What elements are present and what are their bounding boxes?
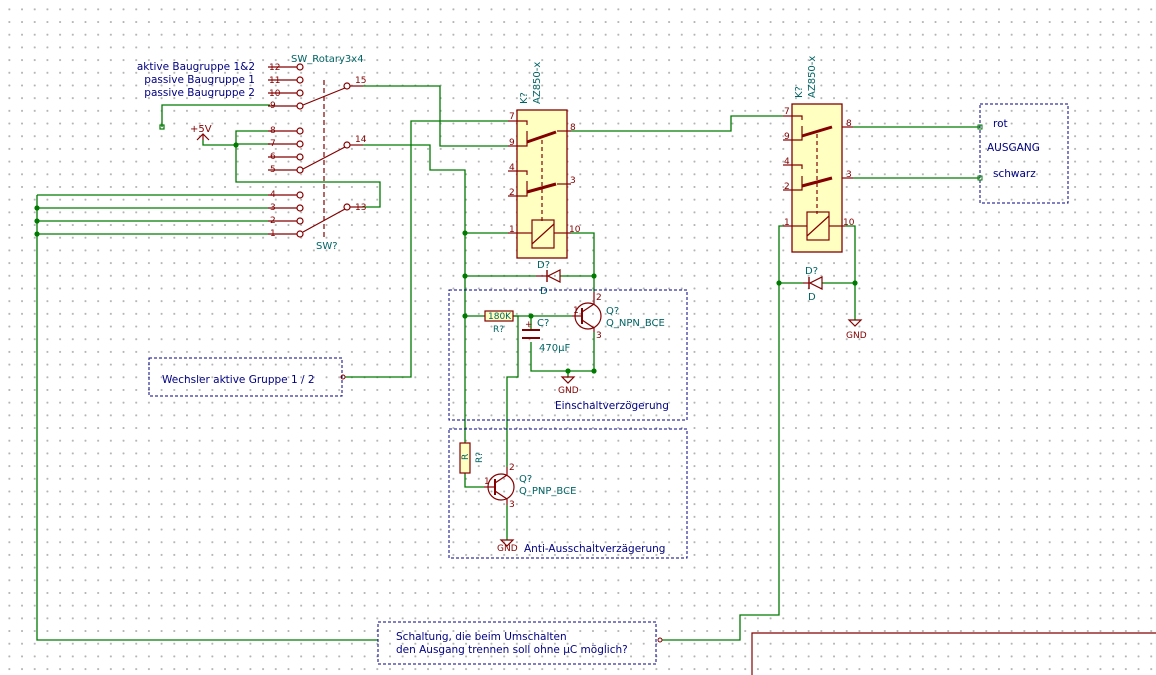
diode2-value: D bbox=[808, 292, 816, 303]
relay2-value: AZ850-x bbox=[807, 56, 818, 98]
rotary-switch-ref: SW? bbox=[316, 241, 338, 252]
resistor2-value: R bbox=[461, 454, 471, 460]
diode1-ref: D? bbox=[537, 260, 550, 271]
rotary-switch[interactable]: SW_Rotary3x4 SW? aktive Baugruppe 1&2 pa… bbox=[137, 54, 367, 252]
junctions bbox=[34, 142, 858, 374]
label-passive-baugruppe-2: passive Baugruppe 2 bbox=[144, 87, 255, 99]
block-einschalt-label: Einschaltverzögerung bbox=[555, 400, 669, 412]
output-title: AUSGANG bbox=[987, 142, 1040, 154]
capacitor1-ref: C? bbox=[537, 318, 549, 329]
pnp-ref: Q? bbox=[519, 474, 532, 485]
relay2-pin-3: 3 bbox=[846, 170, 852, 180]
pnp-value: Q_PNP_BCE bbox=[519, 486, 576, 497]
gnd3-label: GND bbox=[497, 544, 518, 554]
rotary-pin-3: 3 bbox=[270, 203, 276, 213]
relay2-pin-9: 9 bbox=[784, 132, 790, 142]
npn-pin-2: 2 bbox=[596, 293, 602, 303]
relay-k2[interactable]: 7 9 8 4 2 3 1 10 K? AZ850-x bbox=[783, 56, 855, 253]
output-box: rot AUSGANG schwarz bbox=[977, 103, 1069, 204]
resistor-r2[interactable]: R R? bbox=[459, 442, 485, 474]
npn-pin-1: 1 bbox=[573, 306, 579, 316]
rotary-pin-9: 9 bbox=[270, 101, 276, 111]
resistor-r1[interactable]: 180K R? bbox=[484, 310, 514, 335]
diode-d1[interactable]: D? D bbox=[536, 260, 561, 297]
pnp-pin-2: 2 bbox=[509, 463, 515, 473]
note-line-2: den Ausgang trennen soll ohne µC möglich… bbox=[396, 644, 628, 656]
relay1-pin-10: 10 bbox=[569, 225, 581, 235]
gnd1-label: GND bbox=[558, 386, 579, 396]
rotary-pin-13: 13 bbox=[355, 203, 366, 213]
relay1-pin-7: 7 bbox=[509, 112, 515, 122]
transistor-npn[interactable]: 1 2 3 Q? Q_NPN_BCE bbox=[572, 292, 665, 341]
relay-k1[interactable]: 7 9 8 4 2 3 1 10 K? AZ850-x bbox=[508, 62, 581, 259]
relay2-ref: K? bbox=[794, 86, 805, 98]
gnd-symbol-3: GND bbox=[497, 539, 518, 554]
resistor2-ref: R? bbox=[475, 452, 485, 463]
relay2-pin-10: 10 bbox=[843, 218, 855, 228]
diode1-value: D bbox=[540, 286, 548, 297]
capacitor-c1[interactable]: + C? 470µF bbox=[522, 318, 570, 354]
wechsler-label-box: Wechsler aktive Gruppe 1 / 2 bbox=[148, 357, 346, 397]
open-pin-marker bbox=[159, 124, 165, 130]
label-aktive-baugruppe: aktive Baugruppe 1&2 bbox=[137, 61, 255, 73]
relay2-pin-7: 7 bbox=[784, 107, 790, 117]
relay2-pin-2: 2 bbox=[784, 182, 790, 192]
relay2-pin-8: 8 bbox=[846, 119, 852, 129]
note-line-1: Schaltung, die beim Umschalten bbox=[396, 631, 567, 643]
npn-pin-3: 3 bbox=[596, 331, 602, 341]
block-anti-ausschaltverzaegerung: Anti-Ausschaltverzägerung bbox=[448, 428, 688, 559]
rotary-pin-14: 14 bbox=[355, 135, 367, 145]
pnp-pin-3: 3 bbox=[509, 500, 515, 510]
relay1-pin-9: 9 bbox=[509, 138, 515, 148]
rotary-pin-8: 8 bbox=[270, 126, 276, 136]
relay2-pin-1: 1 bbox=[784, 218, 790, 228]
gnd-symbol-2: GND bbox=[846, 319, 867, 341]
relay1-pin-1: 1 bbox=[509, 225, 515, 235]
rotary-pin-2: 2 bbox=[270, 216, 276, 226]
rotary-pin-7: 7 bbox=[270, 139, 276, 149]
rotary-pin-1: 1 bbox=[270, 229, 276, 239]
rotary-switch-name: SW_Rotary3x4 bbox=[291, 54, 364, 65]
diode2-ref: D? bbox=[805, 266, 818, 277]
wires bbox=[36, 85, 980, 641]
rotary-pin-12: 12 bbox=[269, 63, 280, 73]
note-box: Schaltung, die beim Umschalten den Ausga… bbox=[377, 621, 663, 665]
relay1-pin-3: 3 bbox=[570, 176, 576, 186]
transistor-pnp[interactable]: 1 2 3 Q? Q_PNP_BCE bbox=[484, 463, 576, 510]
sheet-frame bbox=[751, 632, 1156, 675]
relay1-pin-2: 2 bbox=[509, 188, 515, 198]
rotary-pin-10: 10 bbox=[269, 89, 281, 99]
power-5v-symbol: +5V bbox=[190, 124, 212, 141]
relay1-value: AZ850-x bbox=[532, 62, 543, 104]
power-5v-label: +5V bbox=[190, 124, 212, 135]
npn-value: Q_NPN_BCE bbox=[606, 318, 665, 329]
gnd-symbol-1: GND bbox=[558, 376, 579, 396]
wechsler-label: Wechsler aktive Gruppe 1 / 2 bbox=[162, 374, 315, 386]
output-rot-label: rot bbox=[993, 118, 1008, 130]
pnp-pin-1: 1 bbox=[484, 477, 490, 487]
block-einschaltverzoegerung: Einschaltverzögerung bbox=[448, 289, 688, 421]
rotary-pin-4: 4 bbox=[270, 190, 276, 200]
block-anti-label: Anti-Ausschaltverzägerung bbox=[524, 543, 665, 555]
npn-ref: Q? bbox=[606, 306, 619, 317]
resistor1-ref: R? bbox=[493, 325, 504, 335]
relay1-pin-8: 8 bbox=[570, 123, 576, 133]
capacitor-plus: + bbox=[525, 320, 533, 330]
rotary-pin-5: 5 bbox=[270, 165, 276, 175]
rotary-pin-6: 6 bbox=[270, 152, 276, 162]
label-passive-baugruppe-1: passive Baugruppe 1 bbox=[144, 74, 255, 86]
relay1-pin-4: 4 bbox=[509, 163, 515, 173]
capacitor1-value: 470µF bbox=[539, 343, 570, 354]
relay1-ref: K? bbox=[519, 92, 530, 104]
relay2-pin-4: 4 bbox=[784, 157, 790, 167]
resistor1-value: 180K bbox=[488, 312, 512, 322]
diode-d2[interactable]: D? D bbox=[803, 266, 823, 303]
gnd2-label: GND bbox=[846, 331, 867, 341]
output-schwarz-label: schwarz bbox=[993, 168, 1036, 180]
rotary-pin-15: 15 bbox=[355, 76, 366, 86]
rotary-pin-11: 11 bbox=[269, 76, 280, 86]
